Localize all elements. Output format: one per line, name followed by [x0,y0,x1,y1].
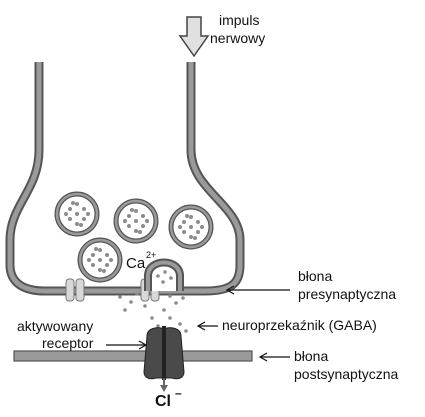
chloride-symbol: Cl [155,393,171,410]
calcium-channel-left [65,278,85,302]
impulse-arrow [178,16,210,58]
postsynaptic-pointer-arrow [258,352,290,362]
neurotransmitter-molecule [135,292,139,296]
neurotransmitter-molecule [150,316,154,320]
fusing-vesicle [144,258,184,291]
impulse-label-line1: impuls [219,12,260,28]
presynaptic-pointer-arrow [225,285,290,295]
vesicle [77,237,123,283]
receptor-label-line2: receptor [42,335,94,351]
chloride-ion-label: Cl– [155,386,182,411]
neurotransmitter-molecule [156,324,160,328]
calcium-charge: 2+ [146,250,157,260]
neurotransmitter-molecule [181,296,185,300]
neurotransmitter-molecule [129,300,133,304]
vesicle [54,191,100,237]
neurotransmitter-molecules [118,292,188,333]
neurotransmitter-molecule [174,301,178,305]
neurotransmitter-label: neuroprzekaźnik (GABA) [222,317,377,333]
neurotransmitter-molecule [162,308,166,312]
gaba-receptor [143,326,185,380]
postsynaptic-membrane [13,350,253,362]
synaptic-vesicles [54,191,214,283]
neurotransmitter-molecule [178,322,182,326]
neurotransmitter-molecule [118,295,122,299]
chloride-charge: – [175,386,182,400]
neurotransmitter-molecule [123,308,127,312]
vesicle [168,204,214,250]
presynaptic-label-line1: błona [298,268,333,284]
calcium-symbol: Ca [126,255,146,272]
neurotransmitter-molecule [143,304,147,308]
neurotransmitter-molecule [184,329,188,333]
neurotransmitter-pointer-arrow [196,321,218,331]
chloride-flow-arrow [160,378,168,392]
neurotransmitter-molecule [168,316,172,320]
receptor-label-line1: aktywowany [17,318,94,334]
presynaptic-label-line2: presynaptyczna [298,286,397,302]
postsynaptic-label-line1: błona [294,348,329,364]
receptor-pointer-arrow [106,340,148,350]
presynaptic-terminal [5,62,245,296]
neurotransmitter-molecule [168,294,172,298]
postsynaptic-label-line2: postsynaptyczna [294,366,399,382]
impulse-label-line2: nerwowy [210,30,266,46]
vesicle [113,198,159,244]
